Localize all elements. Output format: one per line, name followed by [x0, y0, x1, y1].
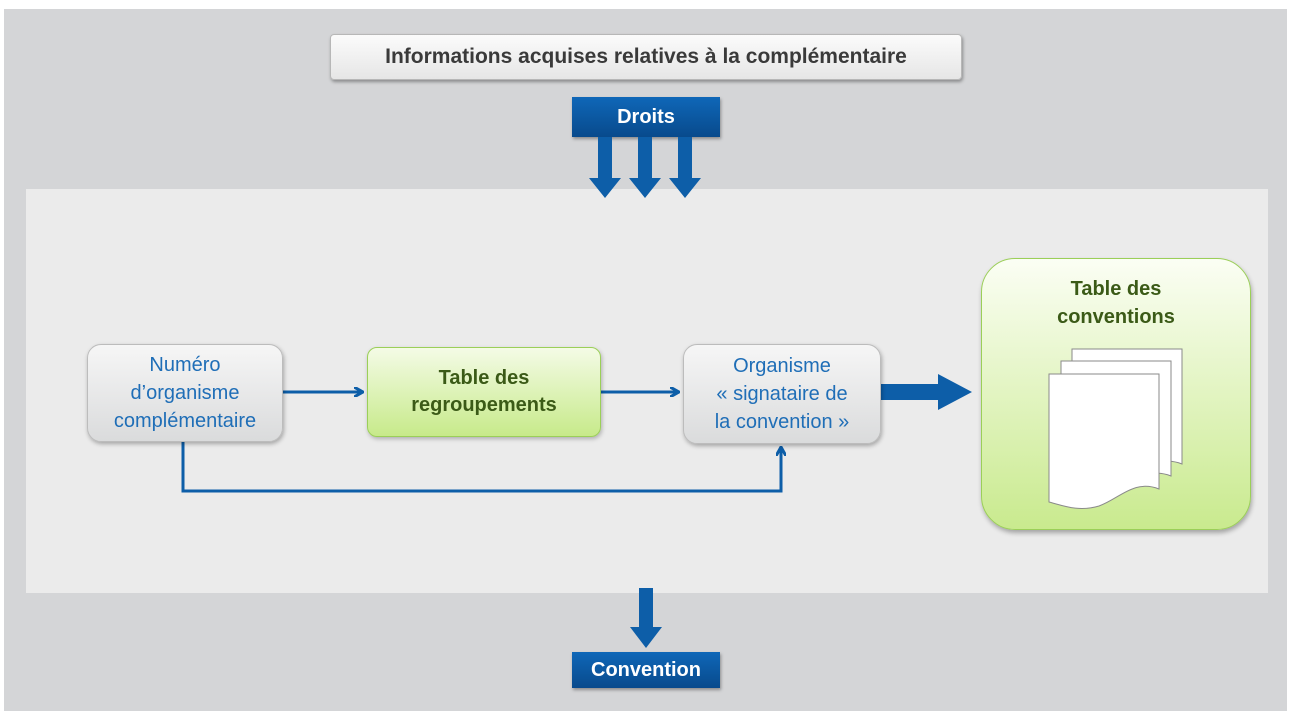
conventions-title: Table des conventions — [982, 275, 1250, 331]
document-stack-icon — [1048, 348, 1183, 509]
regroupements-line-2: regroupements — [411, 394, 557, 416]
conventions-line-1: Table des — [1070, 278, 1162, 300]
acquired-info-title: Informations acquises relatives à la com… — [330, 34, 962, 80]
droits-tag: Droits — [572, 97, 720, 137]
droits-label: Droits — [617, 105, 675, 128]
numero-organisme-box: Numéro d’organisme complémentaire — [87, 344, 283, 442]
convention-tag: Convention — [572, 652, 720, 688]
numero-line-2: d’organisme — [130, 382, 240, 404]
acquired-info-title-text: Informations acquises relatives à la com… — [385, 45, 907, 68]
organisme-line-1: Organisme — [733, 355, 831, 377]
conventions-line-2: conventions — [1057, 306, 1175, 328]
arrow-organisme-to-conventions — [881, 374, 972, 410]
numero-line-1: Numéro — [149, 354, 221, 376]
arrow-numero-to-organisme — [181, 442, 781, 493]
droits-down-arrows — [589, 137, 701, 198]
table-conventions-box: Table des conventions — [981, 258, 1251, 530]
numero-line-3: complémentaire — [113, 410, 257, 432]
organisme-signataire-box: Organisme « signataire de la convention … — [683, 344, 881, 444]
table-regroupements-box: Table des regroupements — [367, 347, 601, 437]
regroupements-line-1: Table des — [438, 367, 530, 389]
organisme-line-2: « signataire de — [716, 383, 848, 405]
convention-label: Convention — [591, 658, 701, 681]
convention-down-arrow — [630, 588, 662, 648]
organisme-line-3: la convention » — [714, 411, 850, 433]
